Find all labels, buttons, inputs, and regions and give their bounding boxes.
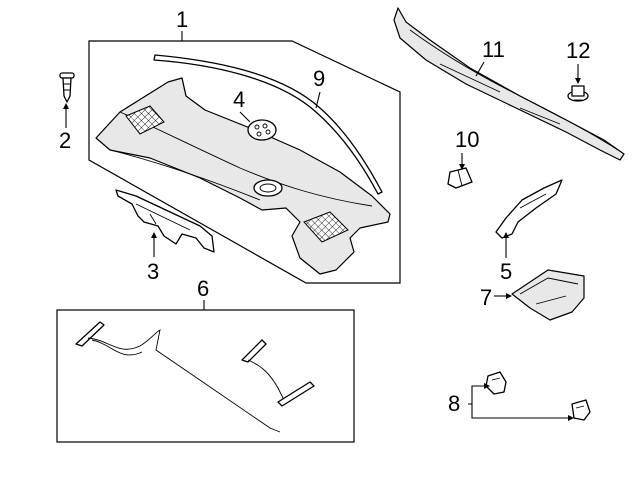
cowl-top-molding — [393, 7, 625, 161]
seal-strips — [75, 321, 315, 433]
arrow-2 — [63, 103, 69, 109]
drain-plugs — [485, 371, 591, 421]
callout-10: 10 — [455, 127, 479, 152]
arrow-10 — [459, 164, 465, 170]
push-pin-clip — [59, 72, 75, 103]
cowl-assembly-frame — [88, 40, 401, 284]
side-seal — [495, 179, 563, 239]
bracket — [115, 189, 215, 253]
callout-2: 2 — [59, 128, 71, 153]
callout-12: 12 — [566, 38, 590, 63]
callout-1: 1 — [176, 7, 188, 32]
grommet — [247, 119, 277, 141]
weatherstrip-seal — [153, 54, 383, 195]
drain-tray — [511, 269, 585, 321]
arrow-12 — [575, 78, 581, 84]
callout-11: 11 — [482, 37, 505, 62]
seal-kit-frame — [56, 309, 355, 443]
arrow-8a — [484, 383, 490, 389]
callout-5: 5 — [500, 259, 512, 284]
cowl-port — [253, 179, 283, 197]
grille-right — [303, 211, 349, 243]
callout-3: 3 — [147, 259, 159, 284]
leader-9 — [315, 91, 321, 109]
retainer-clip — [447, 167, 473, 189]
callout-9: 9 — [313, 66, 325, 91]
cowl-panel — [95, 77, 391, 275]
leader-4 — [239, 111, 251, 123]
arrow-5 — [503, 232, 509, 238]
callout-8: 8 — [448, 391, 460, 416]
arrow-3 — [151, 232, 157, 238]
callout-7: 7 — [480, 285, 492, 310]
leader-11 — [475, 61, 485, 77]
leader-8 — [468, 385, 570, 419]
fastener-nut — [567, 85, 589, 102]
grille-left — [125, 105, 165, 135]
callout-6: 6 — [197, 276, 209, 301]
arrow-8b — [568, 415, 574, 421]
arrow-7 — [506, 293, 512, 299]
callout-4: 4 — [233, 87, 245, 112]
